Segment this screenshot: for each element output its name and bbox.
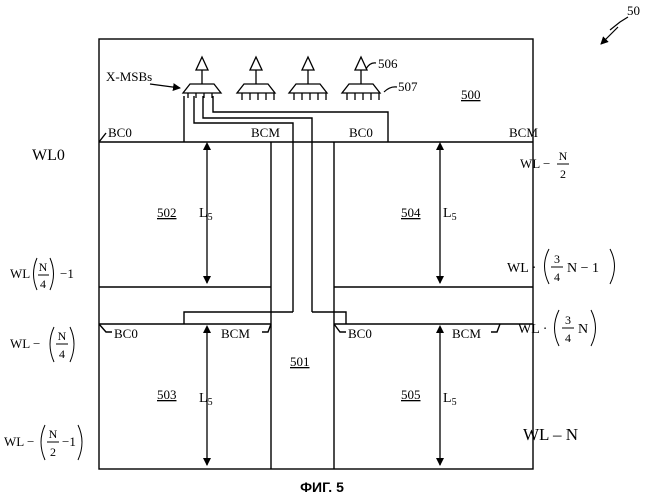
svg-text:N: N <box>39 260 48 274</box>
l5-label-bl: L5 <box>199 391 213 408</box>
svg-text:N: N <box>49 427 58 441</box>
bcm-label-top-right: BCM <box>509 125 538 140</box>
svg-text:4: 4 <box>59 347 65 361</box>
bcm-label-lower-left: BCM <box>221 326 250 341</box>
ref-504: 504 <box>401 205 421 220</box>
ref-507: 507 <box>398 79 418 94</box>
wl0-label: WL0 <box>32 147 65 164</box>
leader-50 <box>610 17 628 30</box>
svg-text:WL: WL <box>10 266 30 281</box>
xmsbs-arrow <box>150 84 180 88</box>
svg-text:WL −: WL − <box>4 434 34 449</box>
svg-text:2: 2 <box>50 445 56 459</box>
svg-text:−1: −1 <box>62 434 76 449</box>
fig-ref-arrow <box>601 27 618 44</box>
svg-text:WL ·: WL · <box>518 322 547 337</box>
bc0-label-top-right: BC0 <box>349 125 373 140</box>
wl-n4-minus1-label: WL N 4 −1 <box>10 258 74 291</box>
wl-three-quarter-n-minus1-label: WL · 3 4 N − 1 <box>507 249 615 284</box>
bcm-label-top-center: BCM <box>251 125 280 140</box>
bcm-label-lower-right: BCM <box>452 326 481 341</box>
bc0-label-lower-left: BC0 <box>114 326 138 341</box>
bc0-label-top-left: BC0 <box>108 125 132 140</box>
decoder-tree-2 <box>237 57 275 100</box>
svg-text:2: 2 <box>560 167 566 181</box>
svg-text:4: 4 <box>565 331 571 345</box>
ref-501: 501 <box>290 354 310 369</box>
t-connector <box>184 312 346 324</box>
bcm-tick-lower-right <box>491 324 500 332</box>
bc0-label-lower-center: BC0 <box>348 326 372 341</box>
bc0-tick-top-left <box>99 133 106 142</box>
decoder-tree-3 <box>289 57 327 100</box>
svg-text:WL −: WL − <box>520 156 550 171</box>
ref-503: 503 <box>157 387 177 402</box>
ref-500: 500 <box>461 87 481 102</box>
wl-minus-n2-minus1-label: WL − N 2 −1 <box>4 425 82 460</box>
wl-minus-n4-label: WL − N 4 <box>10 327 74 362</box>
svg-text:WL −: WL − <box>10 336 40 351</box>
svg-text:3: 3 <box>554 252 560 266</box>
ref-505: 505 <box>401 387 421 402</box>
xmsbs-label: X-MSBs <box>106 69 152 84</box>
wl-three-quarter-n-label: WL · 3 4 N <box>518 310 596 346</box>
ref-506: 506 <box>378 56 398 71</box>
decoder-tree-1 <box>183 57 221 98</box>
svg-text:N: N <box>578 322 588 337</box>
ref-50: 50 <box>627 3 640 18</box>
bc0-tick-lower-left <box>99 324 112 332</box>
wl-minus-n2-label: WL − N 2 <box>520 149 569 181</box>
svg-text:N: N <box>559 149 568 163</box>
wl-minus-n-label: WL – N <box>523 425 578 444</box>
svg-text:3: 3 <box>565 313 571 327</box>
svg-text:4: 4 <box>40 277 46 291</box>
l5-label-tl: L5 <box>199 206 213 223</box>
svg-text:WL ·: WL · <box>507 261 536 276</box>
leader-506 <box>366 63 376 69</box>
memory-block-outline <box>99 39 533 469</box>
bc0-tick-lower-center <box>334 324 346 332</box>
svg-text:4: 4 <box>554 270 560 284</box>
svg-text:−1: −1 <box>60 266 74 281</box>
svg-text:N: N <box>58 329 67 343</box>
svg-text:N − 1: N − 1 <box>567 261 599 276</box>
l5-label-br: L5 <box>443 391 457 408</box>
ref-502: 502 <box>157 205 177 220</box>
bcm-tick-lower-left <box>262 324 271 332</box>
l5-label-tr: L5 <box>443 206 457 223</box>
figure-caption: ФИГ. 5 <box>300 479 344 495</box>
leader-507 <box>384 87 397 92</box>
